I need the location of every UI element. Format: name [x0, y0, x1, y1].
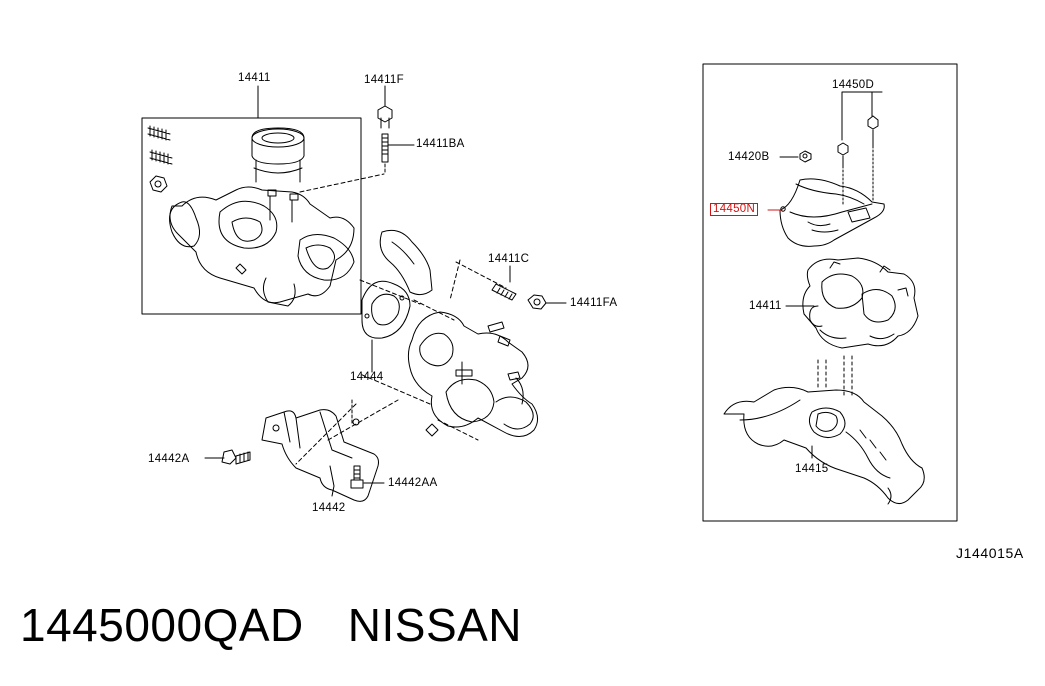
- turbocharger-box: [141, 85, 362, 315]
- heat-shield-14450N-drawing: [779, 145, 885, 247]
- callout-14411: 14411: [238, 72, 271, 84]
- bolt-14442A-icon: [204, 449, 251, 465]
- callout-14442: 14442: [312, 502, 346, 514]
- inset-box: [702, 63, 958, 522]
- turbocharger-drawing: [147, 125, 385, 307]
- nut-14411F-icon: [377, 85, 393, 129]
- brand-name: NISSAN: [347, 599, 523, 651]
- callout-14450D: 14450D: [832, 79, 875, 91]
- callout-14411-inset: 14411: [749, 300, 782, 312]
- callout-14420B: 14420B: [728, 151, 770, 163]
- stud-pair-icon: [147, 125, 173, 165]
- callout-14450N-highlighted[interactable]: 14450N: [710, 203, 759, 216]
- exploded-view-guides: [295, 259, 507, 465]
- turbocharger-right-drawing: [785, 257, 919, 397]
- callout-14442AA: 14442AA: [388, 477, 438, 489]
- callout-14411FA: 14411FA: [570, 297, 618, 309]
- gasket-14444-icon: [361, 280, 411, 373]
- bracket-14442-drawing: [261, 399, 379, 502]
- stud-14411C-icon: [491, 265, 517, 301]
- heat-shield-14415-drawing: [723, 386, 925, 505]
- heat-shield-upper-icon: [379, 229, 433, 296]
- stud-14411BA-icon: [381, 133, 415, 175]
- inset-fasteners: [779, 91, 883, 167]
- callout-14415: 14415: [795, 463, 829, 475]
- callout-14442A: 14442A: [148, 453, 190, 465]
- callout-14444: 14444: [350, 371, 384, 383]
- callout-14411BA: 14411BA: [416, 138, 465, 150]
- exhaust-outlet-drawing: [407, 311, 538, 437]
- nut-14411FA-icon: [527, 294, 567, 310]
- part-number: 1445000QAD: [20, 599, 304, 651]
- callout-14411F: 14411F: [364, 74, 404, 86]
- diagram-code: J144015A: [956, 545, 1024, 561]
- callout-14411C: 14411C: [488, 253, 530, 265]
- part-caption: 1445000QAD NISSAN: [20, 598, 522, 652]
- nut-icon: [149, 175, 168, 193]
- bolt-14442AA-icon: [350, 465, 385, 489]
